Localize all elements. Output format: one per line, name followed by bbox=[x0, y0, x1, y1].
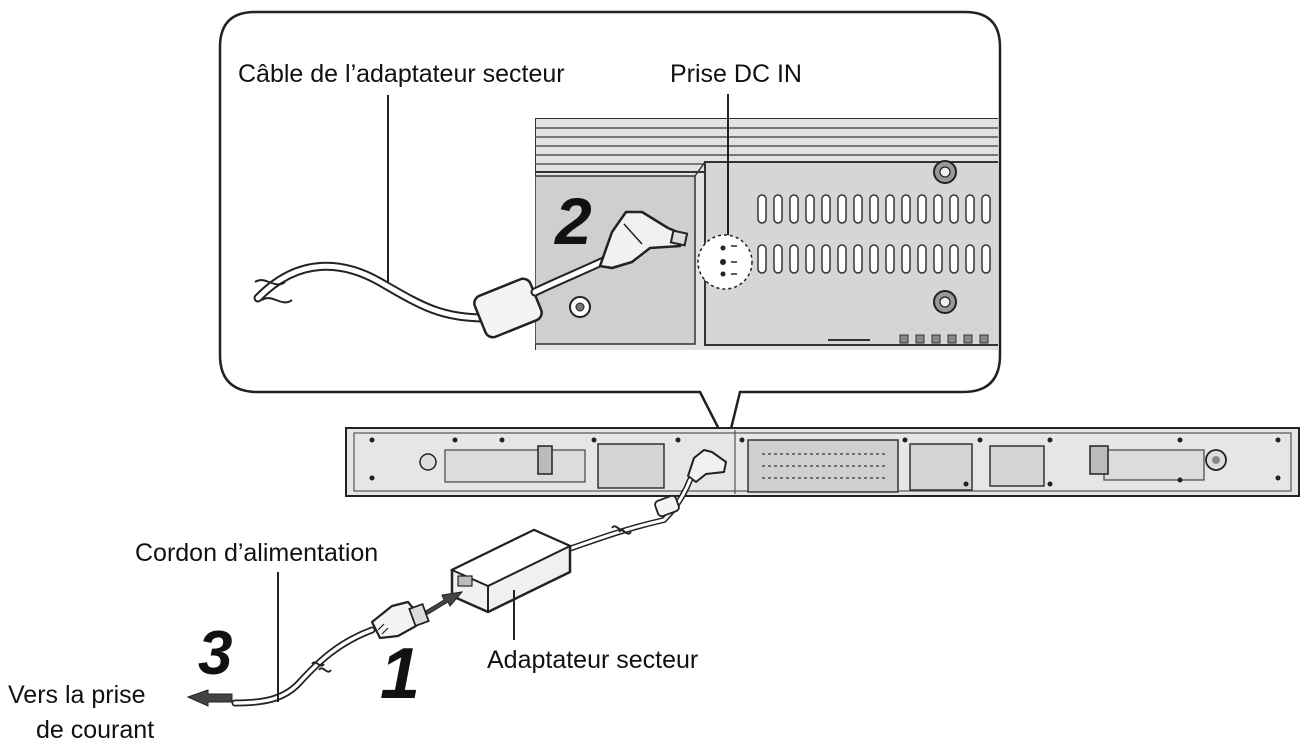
soundbar-dc-plug bbox=[687, 449, 727, 483]
ferrite-core bbox=[473, 277, 543, 339]
dc-plug bbox=[598, 210, 689, 270]
power-cord-plug bbox=[370, 600, 430, 640]
to-outlet-arrow-icon bbox=[186, 689, 233, 707]
step-3-number: 3 bbox=[198, 619, 233, 688]
screw-icon bbox=[933, 160, 957, 184]
screw-icon bbox=[569, 296, 591, 318]
adapter-cable-label: Câble de l’adaptateur secteur bbox=[238, 60, 565, 88]
to-outlet-label-line2: de courant bbox=[36, 716, 155, 744]
dc-in-jack-label: Prise DC IN bbox=[670, 60, 802, 88]
screw-icon bbox=[933, 290, 957, 314]
ac-adapter-box bbox=[449, 528, 573, 614]
power-cord-label: Cordon d’alimentation bbox=[135, 539, 379, 567]
zoomed-device-back bbox=[535, 118, 998, 350]
to-outlet-label-line1: Vers la prise bbox=[8, 681, 146, 709]
insert-arrow-icon bbox=[422, 591, 464, 615]
soundbar-device bbox=[345, 427, 1300, 497]
step-2-number: 2 bbox=[555, 184, 592, 258]
dc-in-jack-highlight bbox=[697, 234, 753, 290]
ac-adapter-label: Adaptateur secteur bbox=[487, 646, 699, 674]
step-1-number: 1 bbox=[380, 634, 421, 714]
